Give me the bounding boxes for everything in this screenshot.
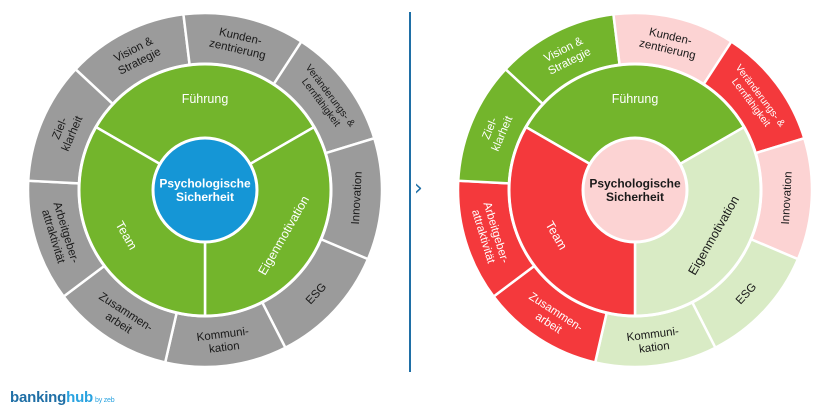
outer-label-innovation: Innovation: [350, 171, 365, 225]
center-label-line: Psychologische: [589, 176, 681, 190]
inner-label-fuehrung: Führung: [182, 92, 229, 106]
ring-separator: [77, 62, 333, 318]
center-label-line: Sicherheit: [606, 190, 664, 204]
outer-label-kommunikation-line: kation: [208, 340, 240, 356]
brand-accent: hub: [66, 389, 93, 406]
inner-label-fuehrung: Führung: [612, 92, 659, 106]
chevron-right-icon: ›: [414, 176, 423, 201]
outer-label-innovation-line: Innovation: [350, 171, 365, 225]
outer-label-innovation-line: Innovation: [780, 171, 795, 225]
center-label-line: Sicherheit: [176, 190, 234, 204]
brand-main: banking: [10, 389, 67, 406]
ring-separator: [507, 62, 763, 318]
outer-label-innovation: Innovation: [780, 171, 795, 225]
center-label-line: Psychologische: [159, 176, 251, 190]
outer-label-kommunikation-line: kation: [638, 340, 670, 356]
divider-line: [409, 12, 411, 372]
center-circle: [151, 136, 259, 244]
brand-suffix: by zeb: [95, 397, 115, 404]
center-circle: [581, 136, 689, 244]
